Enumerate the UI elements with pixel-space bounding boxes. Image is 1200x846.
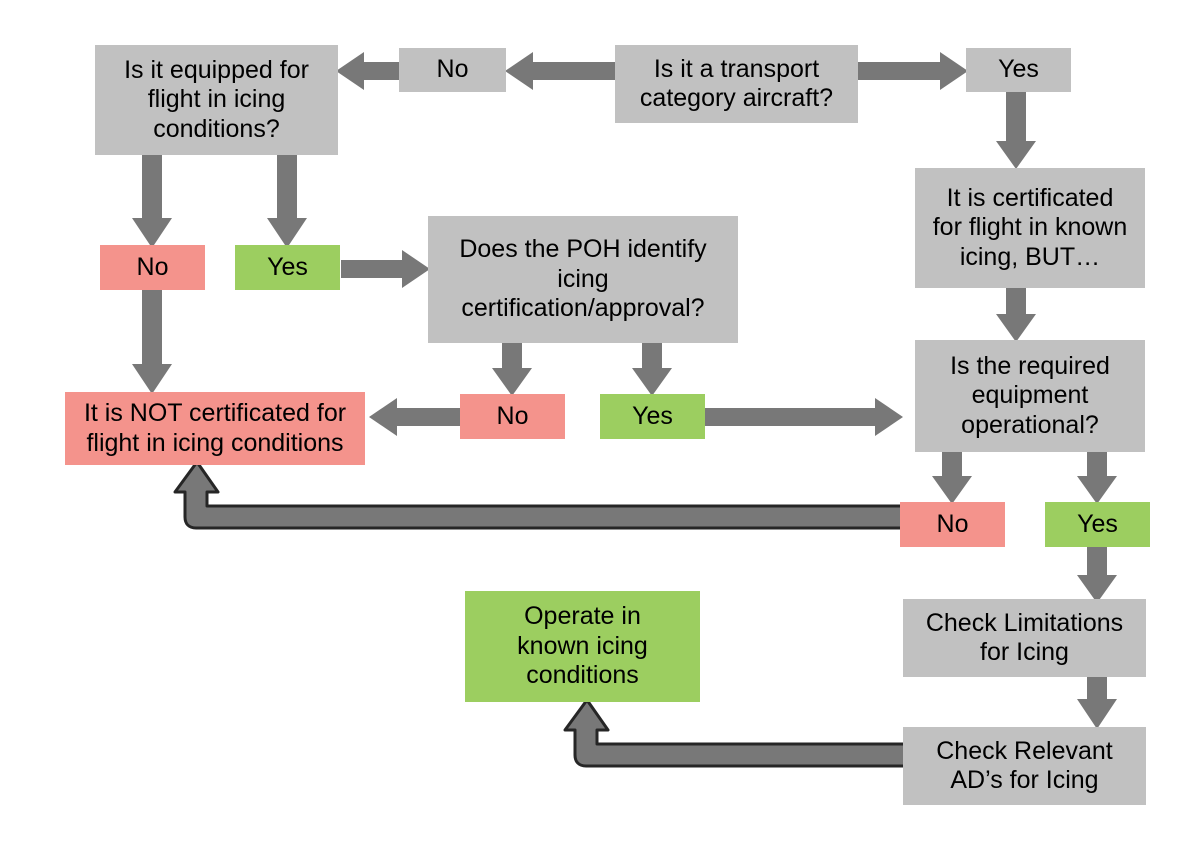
- arrow-equipment-to-no: [932, 451, 972, 504]
- node-poh-no[interactable]: No: [460, 394, 565, 439]
- arrow-equipment-yes-to-check-limitations: [1077, 545, 1117, 603]
- arrow-no-to-not-certificated: [132, 289, 172, 394]
- arrow-certificated-to-equipment: [996, 288, 1036, 342]
- arrow-poh-to-yes: [632, 342, 672, 396]
- arrow-no-to-equipped: [336, 52, 402, 90]
- arrow-transport-to-no: [505, 52, 620, 90]
- arrow-equipped-to-yes: [267, 154, 307, 248]
- node-transport-question[interactable]: Is it a transport category aircraft?: [615, 45, 858, 123]
- node-equipped-yes[interactable]: Yes: [235, 245, 340, 290]
- arrow-yes-to-poh: [341, 250, 430, 288]
- arrow-poh-no-to-not-certificated: [369, 398, 463, 436]
- node-check-ads[interactable]: Check Relevant AD’s for Icing: [903, 727, 1146, 805]
- arrow-equipment-to-yes: [1077, 451, 1117, 504]
- node-equipment-yes[interactable]: Yes: [1045, 502, 1150, 547]
- arrow-poh-yes-to-equipment: [704, 398, 903, 436]
- node-poh-question[interactable]: Does the POH identify icing certificatio…: [428, 216, 738, 343]
- arrow-yes-to-certificated: [996, 89, 1036, 169]
- node-transport-yes[interactable]: Yes: [966, 48, 1071, 92]
- node-poh-yes[interactable]: Yes: [600, 394, 705, 439]
- arrow-equipped-to-no: [132, 154, 172, 248]
- arrow-poh-to-no: [492, 342, 532, 396]
- node-operate[interactable]: Operate in known icing conditions: [465, 591, 700, 702]
- node-not-certificated[interactable]: It is NOT certificated for flight in ici…: [65, 392, 365, 465]
- node-certificated-but[interactable]: It is certificated for flight in known i…: [915, 168, 1145, 288]
- arrow-transport-to-yes: [856, 52, 968, 90]
- elbow-equipment-no-to-not-certificated: [170, 460, 912, 542]
- node-equipped-no[interactable]: No: [100, 245, 205, 290]
- node-equipment-no[interactable]: No: [900, 502, 1005, 547]
- node-transport-no[interactable]: No: [399, 48, 506, 92]
- arrow-check-limitations-to-check-ads: [1077, 667, 1117, 729]
- node-check-limitations[interactable]: Check Limitations for Icing: [903, 599, 1146, 677]
- elbow-check-ads-to-operate: [560, 698, 907, 780]
- node-equipped-question[interactable]: Is it equipped for flight in icing condi…: [95, 45, 338, 155]
- node-equipment-question[interactable]: Is the required equipment operational?: [915, 340, 1145, 452]
